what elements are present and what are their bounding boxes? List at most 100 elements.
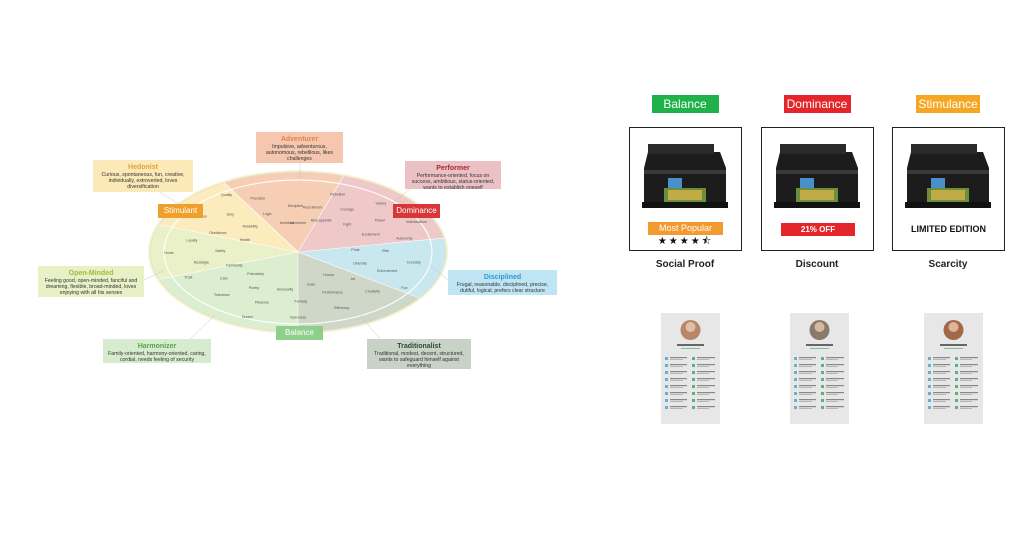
wheel-sectors [148,170,448,334]
segment-desc: Family-oriented, harmony-oriented, carin… [108,351,206,364]
leader-line [189,314,216,340]
principle-label: Discount [795,259,839,270]
wheel-word: Risk appetite [311,219,332,223]
wheel-word: Adventure [290,221,306,225]
segment-title: Traditionalist [397,343,441,350]
badge-most-popular: Most Popular [648,222,723,235]
sector-harmonizer [158,252,298,332]
wheel-word: Art [351,277,356,281]
segment-title: Disciplined [483,274,522,281]
wheel-word: Poetry [249,286,260,290]
wheel-word: Ease [307,282,315,286]
wheel-word: Safety [215,249,225,253]
wheel-word: Reliability [243,225,259,229]
callout-performer: Performer Performance-oriented, focus on… [405,161,501,192]
callout-hedonist: Hedonist Curious, spontaneous, fun, crea… [93,160,193,192]
resume-preview [928,320,978,409]
resume-thumbnail [661,313,720,424]
wheel-word: Enforcement [377,269,397,273]
wheel-word: Victory [375,201,386,205]
sector-divider [223,182,299,253]
segment-title: Harmonizer [137,343,177,350]
segment-desc: Impulsive, adventurous, autonomous, rebe… [266,144,333,163]
sector-divider [297,237,444,253]
sector-divider [297,175,344,253]
product-card: Most Popular★★★★⯪ [629,127,742,251]
wheel-word: Humor [323,273,335,277]
sector-open-minded [149,224,298,280]
wheel-word: Loyalty [186,239,198,243]
rating-stars: ★★★★⯪ [657,236,714,247]
wheel-word: Rebellion [330,192,345,196]
leader-lines [143,163,449,340]
sector-hedonist [158,182,298,252]
principle-label: Scarcity [928,259,968,270]
sector-divider [297,251,420,299]
wheel-word: Sensuality [277,287,294,291]
wheel-word: Efficiency [334,306,350,310]
wheel-word: Performance [322,291,343,295]
segment-desc: Feeling good, open-minded, fanciful and … [44,278,138,297]
wheel-word: Nostalgia [194,260,209,264]
badge-limited-edition: LIMITED EDITION [911,224,986,234]
wheel-word: Logic [263,212,272,216]
leader-line [159,191,181,206]
wheel-word: Autonomy [396,237,412,241]
segment-desc: Performance-oriented, focus on success, … [411,173,495,192]
wheel-word: Tolerance [214,293,230,297]
segment-desc: Frugal, reasonable, disciplined, precise… [456,282,549,295]
segment-title: Performer [436,165,470,172]
segment-desc: Traditional, modest, decent, structured,… [374,351,464,370]
sector-traditionalist [298,252,420,332]
wheel-word: Individualism [406,220,427,224]
resume-preview [794,320,844,409]
leader-line [389,188,411,206]
wheel-word: Elite [382,249,389,253]
sector-disciplined [298,238,446,298]
wheel-word: Power [375,218,386,222]
wheel-word: Pleasure [255,301,269,305]
tag-stimulant: Stimulant [158,204,203,218]
callout-disciplined: Disciplined Frugal, reasonable, discipli… [448,270,557,295]
resume-thumbnail [790,313,849,424]
wheel-word: Ambition [280,221,294,225]
segment-title: Open-Minded [68,270,114,277]
printer-icon [774,144,860,208]
wheel-word: Curiosity [407,260,421,264]
wheel-word: Discipline [288,204,303,208]
product-card: 21% OFF [761,127,874,251]
leader-line [429,264,449,281]
wheel-word: Care [220,277,228,281]
wheel-word: Dream [242,315,253,319]
resume-thumbnail [924,313,983,424]
wheel-word: Fantasy [295,299,308,303]
wheel-word: Fight [343,222,351,226]
product-card: LIMITED EDITION [892,127,1005,251]
segment-title: Hedonist [128,164,158,171]
segment-title: Adventurer [280,136,319,143]
wheel-word: Pride [351,248,359,252]
wheel-word: Diversity [353,262,367,266]
callout-adventurer: Adventurer Impulsive, adventurous, auton… [256,132,343,163]
column-header: Balance [651,95,719,113]
printer-icon [642,144,728,208]
leader-line [359,314,381,340]
column-header: Dominance [783,95,851,113]
sector-adventurer [224,172,344,252]
wheel-word: Duty [227,212,235,216]
wheel-word: Familiarity [226,263,243,267]
column-header: Stimulance [916,95,980,113]
wheel-word: Creativity [365,289,380,293]
wheel-word: Recruitment [303,205,322,209]
wheel-word: Courage [340,208,354,212]
principle-label: Social Proof [655,259,715,270]
wheel-word: Fun [401,286,407,290]
callout-traditionalist: Traditionalist Traditional, modest, dece… [367,339,471,369]
printer-icon [905,144,991,208]
resume-preview [665,320,715,409]
badge-discount: 21% OFF [781,223,855,236]
wheel-word: Health [240,238,250,242]
wheel-word: Trust [184,276,192,280]
